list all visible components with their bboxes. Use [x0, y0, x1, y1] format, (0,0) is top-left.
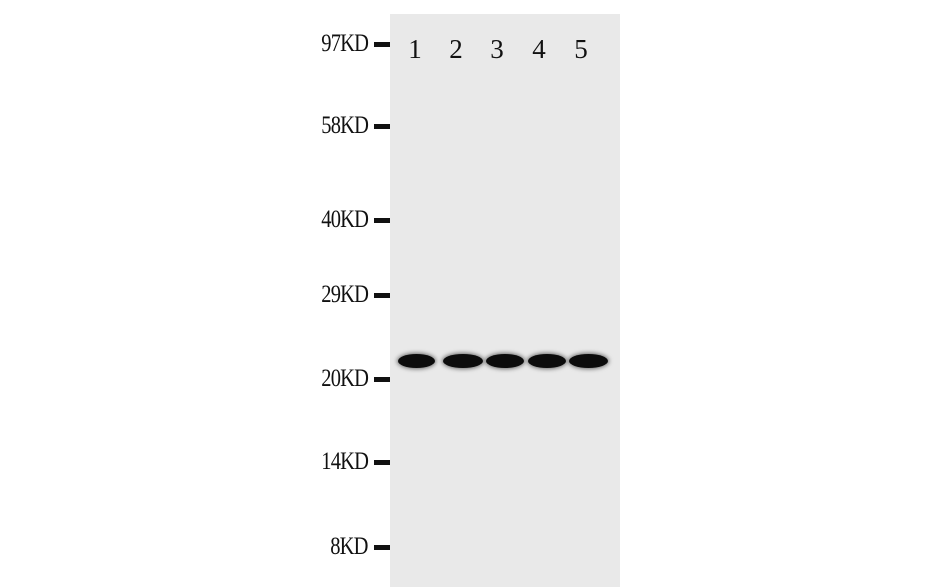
- marker-40kd: 40KD: [290, 206, 390, 233]
- marker-tick: [374, 545, 390, 550]
- marker-14kd: 14KD: [290, 448, 390, 475]
- lane-label-3: 3: [490, 34, 504, 64]
- marker-tick: [374, 293, 390, 298]
- marker-label: 20KD: [321, 365, 369, 392]
- marker-20kd: 20KD: [290, 365, 390, 392]
- marker-tick: [374, 124, 390, 129]
- marker-tick: [374, 218, 390, 223]
- marker-58kd: 58KD: [290, 112, 390, 139]
- band-lane-5: [569, 354, 608, 368]
- marker-label: 58KD: [321, 112, 369, 139]
- marker-tick: [374, 42, 390, 47]
- lane-label-5: 5: [574, 34, 588, 64]
- marker-tick: [374, 460, 390, 465]
- marker-tick: [374, 377, 390, 382]
- band-lane-3: [486, 354, 524, 368]
- marker-label: 29KD: [321, 281, 369, 308]
- marker-29kd: 29KD: [290, 281, 390, 308]
- marker-8kd: 8KD: [290, 533, 390, 560]
- band-lane-1: [398, 354, 435, 368]
- lane-label-4: 4: [532, 34, 546, 64]
- band-lane-2: [443, 354, 483, 368]
- marker-97kd: 97KD: [290, 30, 390, 57]
- marker-label: 8KD: [330, 533, 369, 560]
- marker-label: 97KD: [321, 30, 369, 57]
- band-lane-4: [528, 354, 566, 368]
- lane-label-1: 1: [408, 34, 422, 64]
- lane-label-2: 2: [449, 34, 463, 64]
- marker-label: 14KD: [321, 448, 369, 475]
- blot-membrane: [390, 14, 620, 587]
- marker-label: 40KD: [321, 206, 369, 233]
